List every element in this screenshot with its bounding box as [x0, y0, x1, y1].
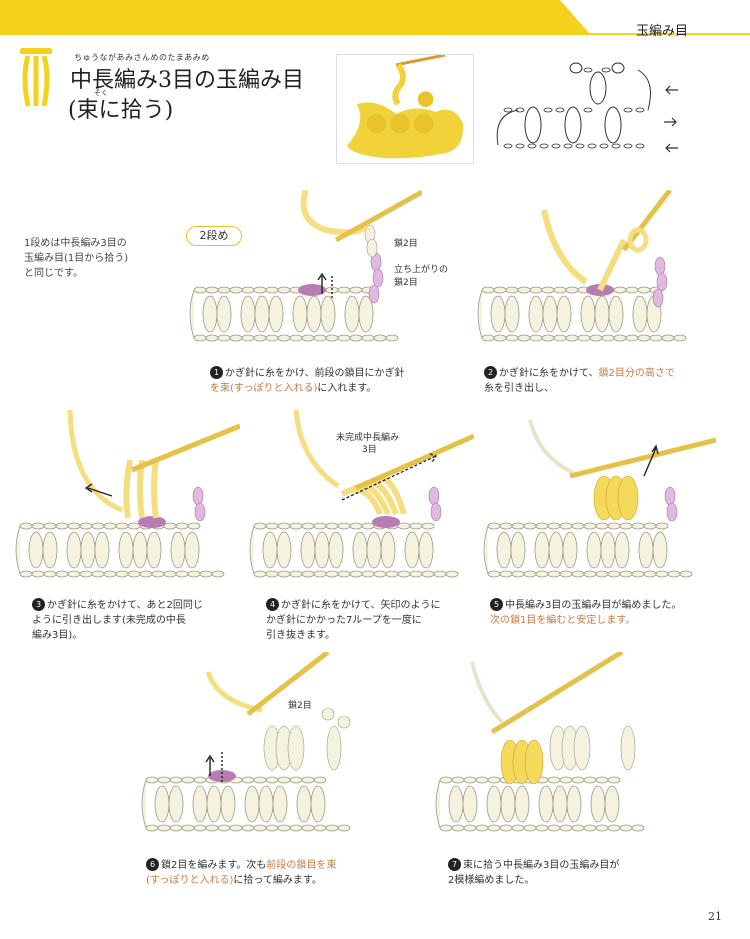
- caption-text: 鎖2目を編みます。次も: [161, 860, 267, 871]
- caption-text: かぎ針にかかった7ループを一度に: [266, 615, 422, 626]
- swatch-photo: [336, 54, 474, 164]
- step-6-callout-chain2: 鎖2目: [288, 701, 312, 711]
- caption-text: かぎ針に糸をかけて、あと2回同じ: [47, 600, 203, 611]
- symbol-chart: [496, 62, 678, 153]
- step-5-illustration: [483, 420, 716, 578]
- step-1-callout-chain2: 鎖2目: [394, 239, 418, 249]
- caption-text: 引き抜きます。: [266, 630, 335, 641]
- title-ruby: ちゅうながあみさんめのたまあみめ: [74, 53, 210, 62]
- step-number: 4: [266, 598, 279, 611]
- step-3-illustration: [15, 409, 240, 578]
- caption-text: に拾って編みます。: [233, 875, 322, 886]
- step-4-callout-incomplete: 未完成中長編み: [336, 433, 400, 443]
- header-band: [0, 0, 750, 35]
- step-number: 1: [210, 366, 223, 379]
- caption-text: 糸を引き出し、: [484, 383, 554, 394]
- caption-text: に入れます。: [317, 383, 377, 394]
- caption-highlight: 前段の鎖目を束: [266, 860, 337, 871]
- step-4-callout-3: 3目: [362, 445, 377, 455]
- caption-text: かぎ針に糸をかけて、: [499, 368, 599, 379]
- intro-line: 玉編み目(1目から拾う): [24, 253, 129, 264]
- step-2-illustration: [477, 190, 687, 342]
- page-subtitle: (束に拾う): [68, 98, 174, 123]
- step-7-illustration: [435, 652, 645, 832]
- caption-text: かぎ針に糸をかけて、矢印のように: [281, 600, 441, 611]
- section-label: 玉編み目: [635, 24, 688, 39]
- caption-text: かぎ針に糸をかけ、前段の鎖目にかぎ針: [225, 368, 405, 379]
- title-subruby: そく: [94, 89, 108, 97]
- caption-text: 2模様編めました。: [448, 875, 535, 886]
- row-badge: 2段め: [186, 226, 242, 246]
- step-6-illustration: [141, 652, 351, 832]
- step-number: 6: [146, 858, 159, 871]
- title-mark-icon: [20, 48, 52, 107]
- caption-text: 束に拾う中長編み3目の玉編み目が: [463, 860, 620, 871]
- step-number: 2: [484, 366, 497, 379]
- step-number: 3: [32, 598, 45, 611]
- caption-text: ように引き出します(未完成の中長: [32, 615, 186, 626]
- caption-highlight: を束(すっぽりと入れる): [210, 383, 318, 394]
- intro-text: 1段めは中長編み3目の 玉編み目(1目から拾う) と同じです。: [24, 236, 174, 281]
- step-1-callout-standup: 立ち上がりの: [394, 265, 449, 275]
- page-title: 中長編み3目の玉編み目: [70, 68, 304, 93]
- step-4-illustration: [249, 410, 474, 578]
- page-number: 21: [708, 910, 722, 923]
- caption-highlight: 次の鎖1目を編むと安定します。: [490, 615, 636, 626]
- intro-line: と同じです。: [24, 268, 83, 279]
- caption-highlight: (すっぽりと入れる): [146, 875, 234, 886]
- caption-text: 中長編み3目の玉編み目が編めました。: [505, 600, 682, 611]
- caption-text: 編み3目)。: [32, 630, 83, 641]
- step-number: 5: [490, 598, 503, 611]
- intro-line: 1段めは中長編み3目の: [24, 238, 127, 249]
- step-1-illustration: [189, 190, 422, 342]
- step-1-callout-chain2b: 鎖2目: [394, 278, 418, 288]
- step-number: 7: [448, 858, 461, 871]
- caption-highlight: 鎖2目分の高さで: [598, 368, 675, 379]
